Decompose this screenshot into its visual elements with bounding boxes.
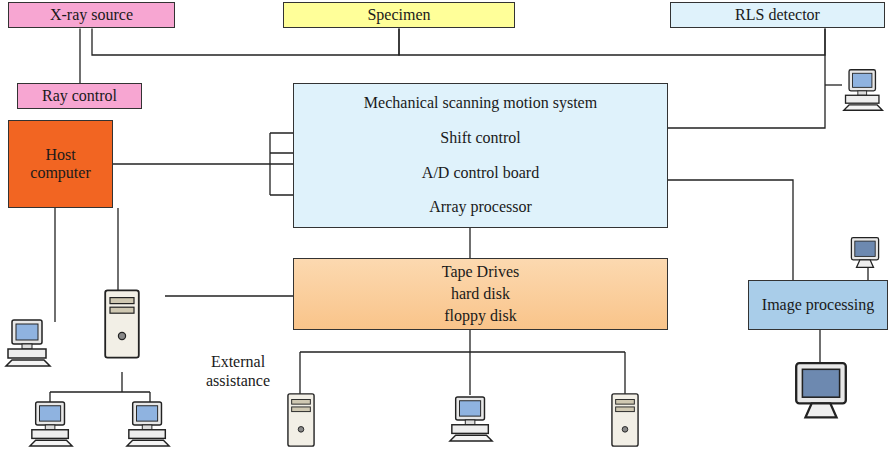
wire [867,268,868,280]
connector [79,28,80,83]
wire [165,295,293,296]
server-icon [288,394,314,446]
node-text: Array processor [429,198,532,216]
node-text: Host computer [15,146,106,183]
server-icon [612,394,638,446]
source-box: X-ray source [8,2,175,28]
wire [825,84,842,85]
connector [668,180,793,280]
layout-wires [50,85,868,405]
processing-box: Mechanical scanning motion systemShift c… [293,83,668,228]
specimen-box: Specimen [283,2,515,28]
connector [668,28,825,128]
computer-icon [127,402,169,446]
node-text: Shift control [440,129,520,147]
connector [399,28,825,55]
monitor-icon [851,238,878,268]
storage-box: Tape Drives hard disk floppy disk [293,258,668,330]
node-text: Image processing [762,296,874,314]
node-text: Mechanical scanning motion system [364,94,597,112]
computer-icon [450,397,492,441]
computer-icon [844,70,883,110]
node-text: A/D control board [422,164,539,182]
detector-box: RLS detector [670,2,885,28]
node-text: Ray control [42,87,117,105]
connector [469,228,470,258]
node-text: hard disk [451,285,510,303]
icon-label: External assistance [196,352,280,390]
node-text: X-ray source [50,6,133,24]
node-text: floppy disk [444,307,516,325]
process-box: Image processing [748,280,888,330]
node-text: Tape Drives [442,263,520,281]
computer-icon [6,320,50,366]
wire [819,330,820,362]
control-box: Ray control [17,83,142,109]
wire [54,208,55,322]
wire [50,372,150,405]
wire [117,208,118,292]
node-text: RLS detector [735,6,820,24]
monitor-icon [796,363,846,417]
wire [300,330,625,395]
connector [113,163,293,164]
computer-icon [30,402,72,446]
server-icon [105,290,139,357]
node-text: Specimen [367,6,430,24]
connector [92,28,399,55]
host-box: Host computer [8,120,113,208]
